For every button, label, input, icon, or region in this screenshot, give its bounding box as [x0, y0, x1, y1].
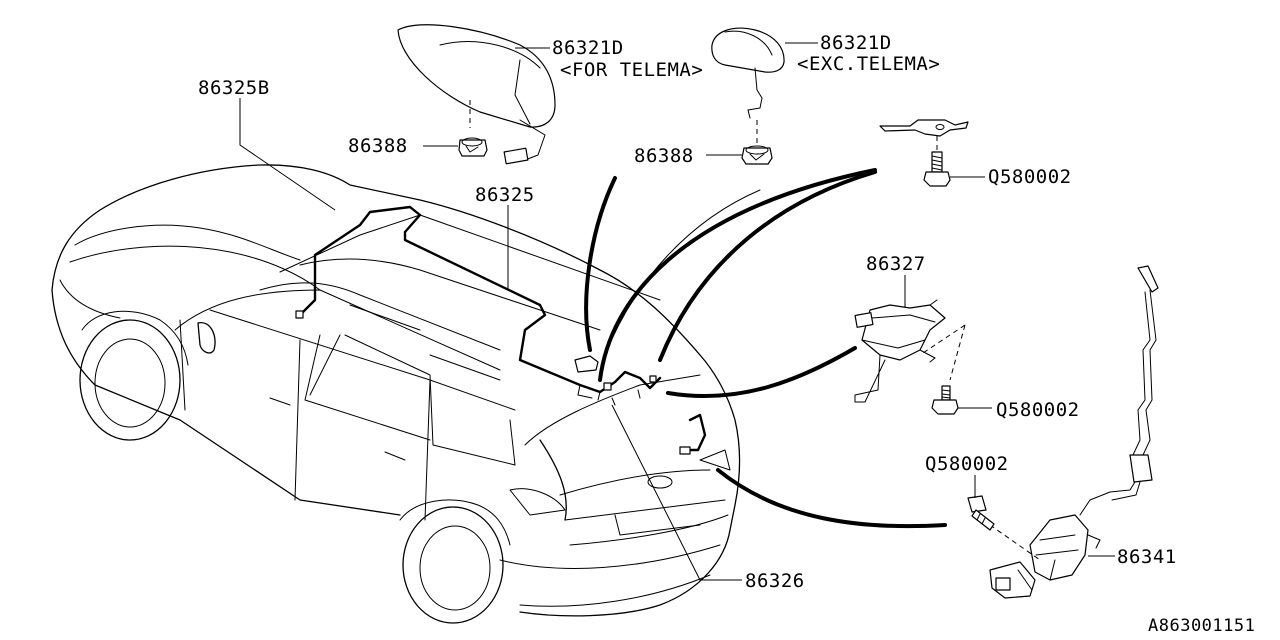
- label-86325b: 86325B: [198, 77, 270, 99]
- tailgate-connector: [574, 355, 599, 373]
- bolt-q580002-c: [967, 495, 995, 531]
- vehicle-outline: [51, 164, 741, 624]
- bolt-q580002-b: [931, 385, 959, 415]
- bolt-q580002-a: [923, 151, 951, 187]
- label-86388-b: 86388: [634, 145, 694, 167]
- diagram-reference-code: A863001151: [1148, 616, 1255, 636]
- label-86327: 86327: [866, 253, 926, 275]
- connection-arcs: [584, 168, 947, 529]
- camera-86341: [989, 265, 1159, 599]
- nut-86388-b: [741, 145, 773, 165]
- label-exc-telema: <EXC.TELEMA>: [797, 53, 940, 75]
- label-q580002-b: Q580002: [996, 399, 1080, 421]
- label-86341: 86341: [1117, 546, 1177, 568]
- label-86321d-exc-telema: 86321D: [820, 32, 892, 54]
- label-86326: 86326: [745, 570, 805, 592]
- label-86388-a: 86388: [348, 135, 408, 157]
- bracket-top: [879, 119, 969, 150]
- module-86327: [854, 299, 966, 403]
- label-q580002-c: Q580002: [925, 453, 1009, 475]
- nut-86388-a: [458, 137, 488, 157]
- label-86325: 86325: [475, 184, 535, 206]
- label-for-telema: <FOR TELEMA>: [560, 59, 703, 81]
- label-q580002-a: Q580002: [988, 166, 1072, 188]
- leader-lines: [239, 42, 1115, 581]
- roof-harness: [295, 205, 707, 455]
- antenna-exc-telema: [711, 27, 785, 145]
- label-86321d-for-telema: 86321D: [552, 37, 624, 59]
- antenna-for-telema: [397, 24, 556, 165]
